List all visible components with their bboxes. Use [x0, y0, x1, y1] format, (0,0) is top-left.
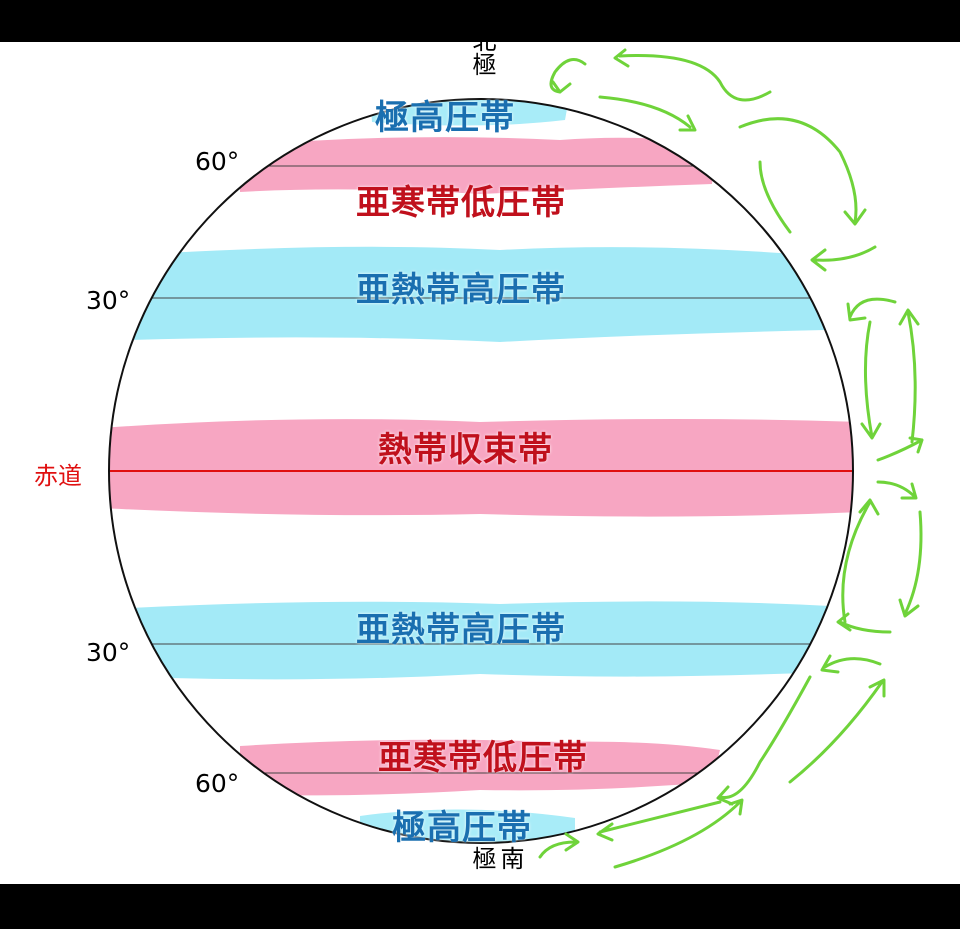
south-subpolar-low-band — [240, 739, 720, 796]
hadley-cell-arrow-north — [860, 320, 882, 440]
polar-cell-arrow-south — [538, 832, 580, 859]
north-pole-label: 北極 — [468, 42, 496, 76]
hadley-cell-arrow-south — [898, 510, 923, 618]
polar-cell-arrow-south — [613, 798, 744, 869]
globe-diagram: 北極 南極 極高圧帯 亜寒帯低圧帯 亜熱帯高圧帯 熱帯収束帯 亜熱帯高圧帯 亜寒… — [0, 42, 960, 884]
polar-cell-arrow-north — [598, 95, 697, 132]
polar-cell-arrow-north — [613, 48, 772, 102]
ferrel-cell-arrow-north — [758, 160, 792, 234]
south-subpolar-low-label: 亜寒帯低圧帯 — [378, 738, 588, 778]
north-subpolar-low-label: 亜寒帯低圧帯 — [356, 183, 566, 223]
south-polar-high-band — [360, 809, 575, 843]
south-subtropical-high-label: 亜熱帯高圧帯 — [356, 610, 566, 650]
ferrel-cell-arrow-south — [716, 675, 812, 806]
equator-label: 赤道 — [34, 462, 82, 490]
lat-30n-label: 30° — [86, 286, 131, 315]
circulation-arrows — [538, 48, 924, 869]
ferrel-cell-arrow-north — [810, 245, 877, 272]
hadley-cell-arrow-south — [876, 480, 918, 500]
hadley-cell-arrow-north — [876, 436, 924, 462]
ferrel-cell-arrow-north — [738, 117, 867, 226]
hadley-cell-arrow-south — [841, 498, 880, 624]
ferrel-cell-arrow-south — [788, 678, 886, 784]
globe-outline — [108, 98, 854, 844]
north-subtropical-high-band — [130, 246, 825, 342]
polar-cell-arrow-south — [596, 800, 722, 842]
south-subtropical-high-band — [130, 601, 830, 680]
north-subtropical-high-label: 亜熱帯高圧帯 — [356, 270, 566, 310]
itcz-band — [109, 419, 853, 517]
globe-svg — [108, 48, 924, 869]
lat-60n-label: 60° — [195, 147, 240, 176]
hadley-cell-arrow-north — [846, 297, 897, 322]
lat-30s-label: 30° — [86, 638, 131, 667]
itcz-label: 熱帯収束帯 — [378, 430, 553, 470]
north-polar-high-label: 極高圧帯 — [375, 98, 515, 138]
polar-cell-arrow-north — [549, 58, 587, 94]
lat-60s-label: 60° — [195, 769, 240, 798]
hadley-cell-arrow-south — [836, 612, 892, 634]
south-polar-high-label: 極高圧帯 — [392, 808, 532, 848]
ferrel-cell-arrow-south — [820, 654, 882, 674]
south-pole-label: 南極 — [468, 846, 524, 870]
hadley-cell-arrow-north — [898, 308, 920, 444]
